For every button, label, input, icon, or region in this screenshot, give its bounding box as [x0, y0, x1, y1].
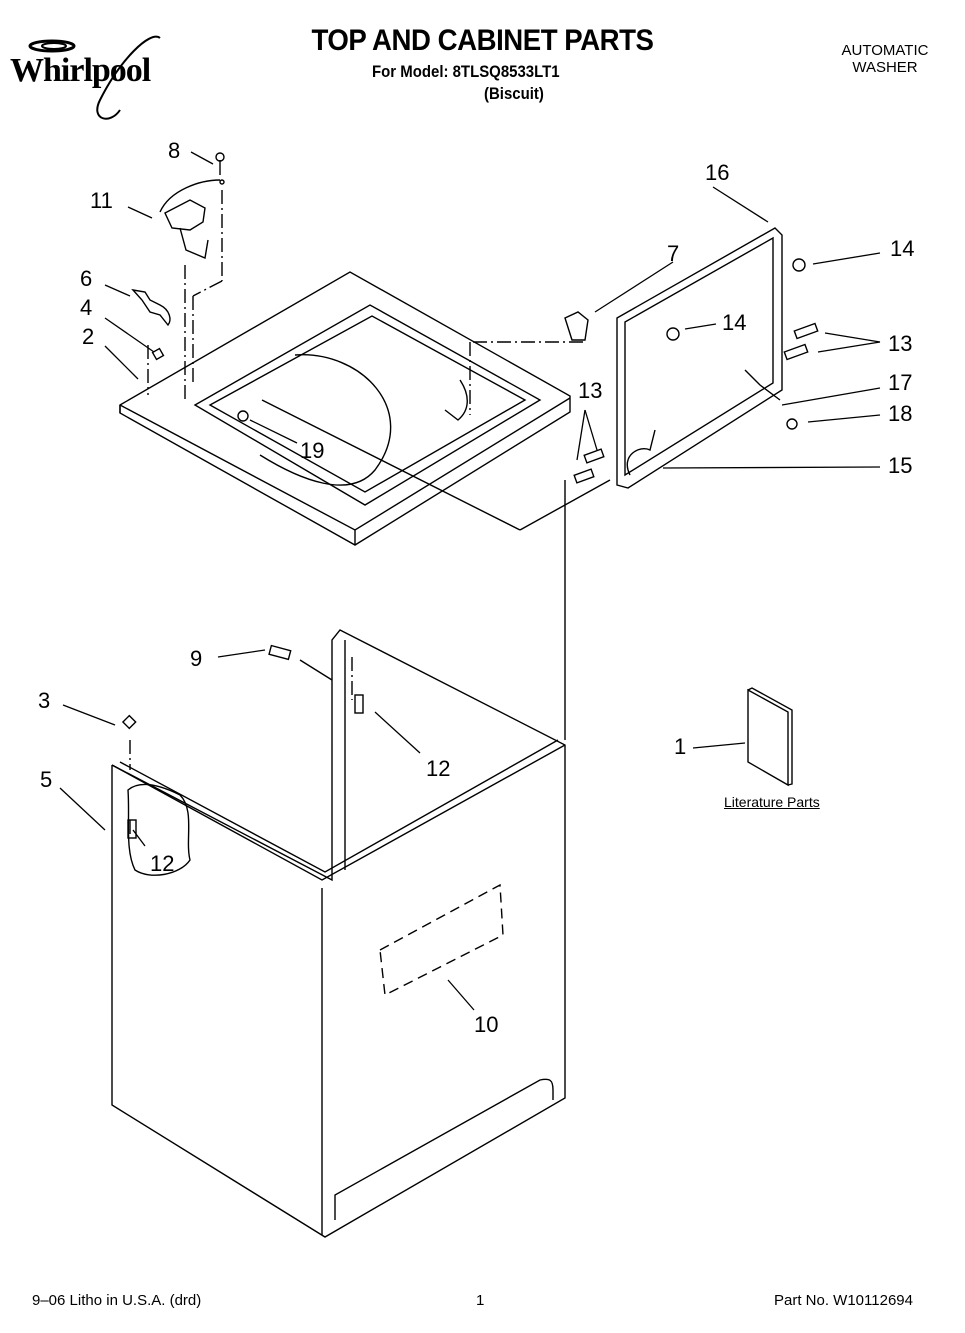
callout-arrows — [59, 151, 881, 1011]
callout-16: 17 — [888, 370, 913, 395]
callout-12-right: 12 — [426, 756, 451, 781]
callout-9: 9 — [190, 646, 203, 671]
literature-parts-label: Literature Parts — [724, 794, 820, 810]
model-number: For Model: 8TLSQ8533LT1 — [372, 62, 560, 81]
callout-18: 19 — [300, 438, 325, 463]
callout-14-left: 14 — [722, 310, 747, 335]
part-4-clip — [151, 347, 165, 361]
page-number: 1 — [476, 1292, 485, 1309]
frame-fasteners — [573, 258, 819, 484]
callout-6: 6 — [80, 266, 93, 291]
callout-15: 15 — [888, 453, 913, 478]
callout-12-left: 12 — [150, 851, 175, 876]
literature-book — [747, 687, 793, 787]
model-color: (Biscuit) — [484, 84, 544, 103]
cabinet — [111, 629, 566, 1238]
callout-14-right: 14 — [890, 236, 915, 261]
callout-19: 16 — [705, 160, 730, 185]
callout-5: 5 — [40, 767, 53, 792]
callout-1: 1 — [674, 734, 687, 759]
callout-4: 4 — [80, 295, 93, 320]
callout-11: 11 — [90, 188, 113, 213]
whirlpool-logo-mark — [28, 35, 161, 120]
callout-8: 8 — [168, 138, 181, 163]
whirlpool-logo: Whirlpool — [10, 52, 151, 89]
callout-13-right: 13 — [888, 331, 913, 356]
cabinet-screws — [121, 644, 364, 839]
footer-litho: 9–06 Litho in U.S.A. (drd) — [32, 1292, 202, 1309]
product-type: AUTOMATIC WASHER — [830, 42, 940, 76]
callout-2: 2 — [82, 324, 95, 349]
part-8-screw — [215, 152, 225, 185]
product-type-line-1: AUTOMATIC — [841, 42, 929, 59]
callout-13-left: 13 — [578, 378, 603, 403]
top-panel — [119, 271, 571, 546]
part-number: Part No. W10112694 — [774, 1292, 913, 1309]
callout-7: 7 — [667, 241, 680, 266]
part-6-clip — [131, 288, 171, 327]
part-7-hinge — [564, 311, 589, 341]
part-18-plug — [237, 410, 249, 422]
connector-lines — [261, 399, 611, 740]
callout-17: 18 — [888, 401, 913, 426]
rear-frame — [616, 227, 783, 489]
part-11-switch — [159, 179, 221, 259]
page-title: TOP AND CABINET PARTS — [311, 24, 654, 57]
product-type-line-2: WASHER — [852, 59, 918, 76]
callout-3: 3 — [38, 688, 51, 713]
callout-10: 10 — [474, 1012, 499, 1037]
leader-lines — [129, 190, 583, 835]
